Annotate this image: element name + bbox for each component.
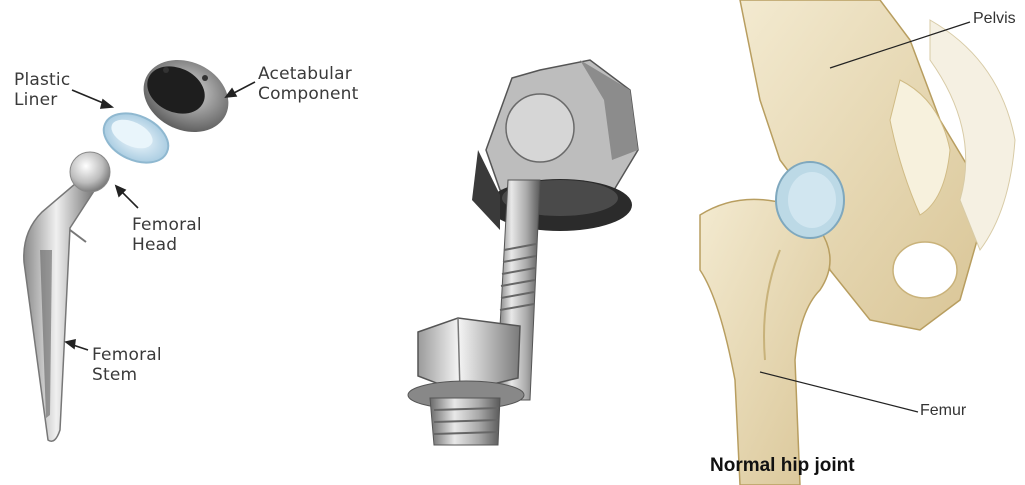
joint-ball [506, 94, 574, 162]
femoral-head-label: Femoral Head [132, 215, 202, 255]
ball-joint-illustration [390, 0, 690, 485]
femoral-stem [24, 178, 96, 441]
hip-caption: Normal hip joint [710, 455, 855, 477]
implant-panel: Plastic Liner Acetabular Component Femor… [0, 0, 390, 485]
acetabular-component-label: Acetabular Component [258, 64, 359, 104]
femoral-stem-label: Femoral Stem [92, 345, 162, 385]
ball-joint-panel [390, 0, 690, 485]
femur-label: Femur [920, 402, 966, 420]
hip-anatomy-panel: Pelvis Femur Normal hip joint [680, 0, 1025, 485]
plastic-liner-label: Plastic Liner [14, 70, 70, 110]
femoral-head [70, 152, 110, 192]
hex-nut [408, 318, 524, 445]
pelvis-label: Pelvis [973, 10, 1016, 28]
hip-anatomy-illustration [680, 0, 1025, 485]
femur-bone [700, 199, 830, 485]
